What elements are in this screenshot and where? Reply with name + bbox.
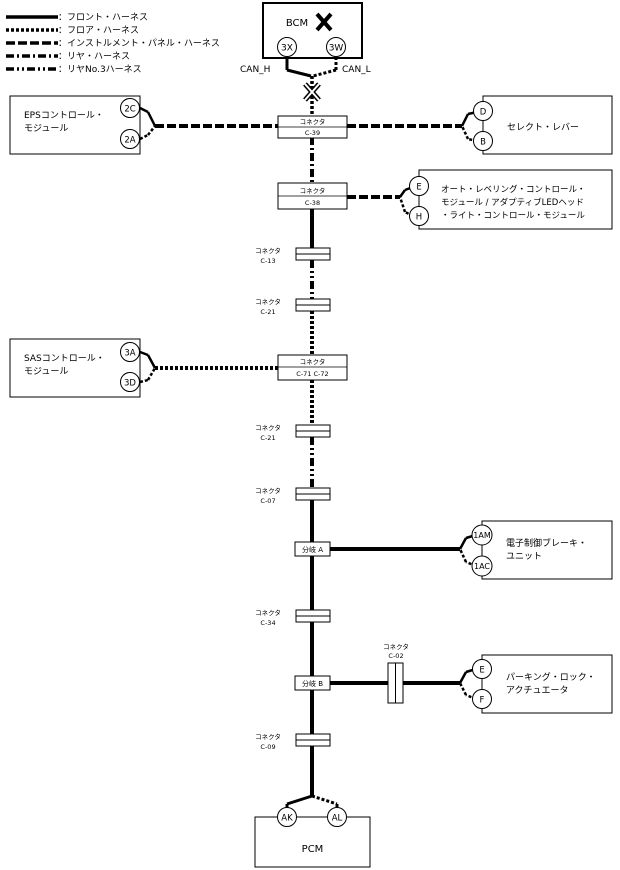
bcm-pin-3x	[277, 37, 297, 57]
connector-c39: コネクタ C-39	[277, 115, 348, 139]
select-lever-pin-b-label: B	[480, 138, 486, 148]
bcm-pin-3w-label: 3W	[329, 44, 344, 54]
connector-c71-id: C-71 C-72	[296, 370, 328, 378]
eps-pin-2c	[120, 98, 140, 118]
eps-pin-2a-label: 2A	[124, 136, 135, 146]
eps-control-module: EPSコントロール・ モジュール 2C 2A	[9, 95, 141, 155]
connector-c21-upper-title: コネクタ	[255, 297, 281, 306]
bcm-pin-3w	[326, 37, 346, 57]
pcm-pin-al-label: AL	[332, 814, 343, 824]
eps-pin-2c-label: 2C	[124, 105, 135, 115]
sas-pin-3a	[120, 342, 140, 362]
parking-label-line1: パーキング・ロック・	[506, 671, 596, 683]
connector-c07-id: C-07	[260, 497, 275, 505]
parking-pin-f-label: F	[480, 696, 485, 706]
connector-c21-lower: コネクタ C-21	[255, 423, 331, 442]
connector-c34: コネクタ C-34	[255, 608, 331, 627]
parking-pin-e	[472, 659, 492, 679]
leveling-pin-e	[409, 176, 429, 196]
brake-pin-1am-label: 1AM	[473, 531, 491, 540]
junction-a-label: 分岐 A	[302, 545, 323, 554]
brake-control-unit: 電子制御ブレーキ・ ユニット 1AM 1AC	[471, 520, 613, 580]
connector-c34-id: C-34	[260, 619, 275, 627]
leveling-label-line3: ・ライト・コントロール・モジュール	[441, 211, 585, 221]
connector-c07: コネクタ C-07	[255, 486, 331, 505]
sas-pin-3d-label: 3D	[124, 379, 136, 389]
pcm-pin-ak-label: AK	[281, 814, 293, 824]
can-h-label: CAN_H	[240, 65, 270, 75]
connector-c21-upper: コネクタ C-21	[255, 297, 331, 316]
parking-label-line2: アクチュエータ	[506, 685, 569, 696]
leveling-pin-e-label: E	[416, 183, 421, 193]
sas-pin-3d	[120, 372, 140, 392]
sas-pin-3a-label: 3A	[124, 349, 135, 359]
connector-c21-lower-title: コネクタ	[255, 423, 281, 432]
bcm-module: BCM 3X 3W CAN_H CAN_L	[240, 2, 371, 75]
connector-c34-title: コネクタ	[255, 608, 281, 617]
junction-b-label: 分岐 B	[302, 679, 323, 688]
brake-pin-1am	[471, 524, 493, 546]
bcm-pin-3x-label: 3X	[281, 44, 293, 54]
connector-c71-c72: コネクタ C-71 C-72	[277, 354, 348, 381]
connector-c13-title: コネクタ	[255, 246, 281, 255]
legend-label-instrument: ：インストルメント・パネル・ハーネス	[58, 38, 220, 49]
legend: ：フロント・ハーネス ：フロア・ハーネス ：インストルメント・パネル・ハーネス …	[6, 12, 220, 75]
brake-pin-1ac-label: 1AC	[474, 562, 490, 571]
connector-c13-id: C-13	[260, 257, 275, 265]
legend-label-rear-no3: ：リヤNo.3ハーネス	[58, 64, 142, 75]
can-l-label: CAN_L	[342, 65, 371, 75]
sas-control-module: SASコントロール・ モジュール 3A 3D	[9, 338, 141, 398]
legend-label-rear: ：リヤ・ハーネス	[58, 51, 130, 62]
connector-c07-title: コネクタ	[255, 486, 281, 495]
brake-label-line2: ユニット	[506, 552, 542, 562]
connector-c13: コネクタ C-13	[255, 246, 331, 265]
brake-pin-1ac	[471, 555, 493, 577]
connector-c02: コネクタ C-02	[383, 642, 409, 704]
leveling-label-line1: オート・レベリング・コントロール・	[441, 184, 586, 195]
sas-label-line1: SASコントロール・	[24, 354, 105, 364]
leveling-label-line2: モジュール / アダプティブLEDヘッド	[441, 197, 584, 208]
connector-c38-id: C-38	[305, 199, 320, 207]
cross-icon	[315, 12, 333, 32]
connector-c09-title: コネクタ	[255, 732, 281, 741]
eps-pin-2a	[120, 129, 140, 149]
legend-label-floor: ：フロア・ハーネス	[58, 25, 139, 36]
connector-c09-id: C-09	[260, 743, 275, 751]
select-lever-pin-d-label: D	[480, 108, 487, 118]
connector-c39-title: コネクタ	[300, 117, 326, 126]
parking-pin-f	[472, 689, 492, 709]
connector-c38: コネクタ C-38	[277, 182, 348, 210]
splice-cross-icon	[303, 82, 321, 102]
parking-lock-actuator: パーキング・ロック・ アクチュエータ E F	[472, 654, 613, 714]
select-lever-pin-d	[473, 101, 493, 121]
eps-label-line2: モジュール	[24, 124, 68, 134]
pcm-module: PCM AK AL	[254, 807, 371, 868]
connector-c39-id: C-39	[305, 129, 320, 137]
connector-c21-upper-id: C-21	[260, 308, 275, 316]
junction-a: 分岐 A	[294, 541, 331, 557]
junction-b: 分岐 B	[294, 675, 331, 691]
select-lever-pin-b	[473, 131, 493, 151]
connector-c71-title: コネクタ	[300, 357, 326, 366]
pcm-pin-al	[327, 807, 347, 827]
connector-c09: コネクタ C-09	[255, 732, 331, 751]
connector-c02-id: C-02	[388, 652, 403, 660]
parking-pin-e-label: E	[479, 666, 484, 676]
leveling-control-module: オート・レベリング・コントロール・ モジュール / アダプティブLEDヘッド ・…	[409, 169, 613, 230]
select-lever-label: セレクト・レバー	[507, 122, 579, 133]
connector-c21-lower-id: C-21	[260, 434, 275, 442]
eps-label-line1: EPSコントロール・	[24, 111, 104, 121]
connector-c38-title: コネクタ	[300, 186, 326, 195]
leveling-pin-h-label: H	[416, 213, 422, 223]
pcm-label: PCM	[302, 844, 324, 855]
leveling-pin-h	[409, 206, 429, 226]
legend-label-front: ：フロント・ハーネス	[58, 12, 148, 23]
sas-label-line2: モジュール	[24, 367, 68, 377]
select-lever-module: セレクト・レバー D B	[473, 95, 613, 155]
bcm-label: BCM	[286, 18, 308, 29]
pcm-pin-ak	[277, 807, 297, 827]
connector-c02-title: コネクタ	[383, 642, 409, 651]
brake-label-line1: 電子制御ブレーキ・	[506, 537, 587, 549]
